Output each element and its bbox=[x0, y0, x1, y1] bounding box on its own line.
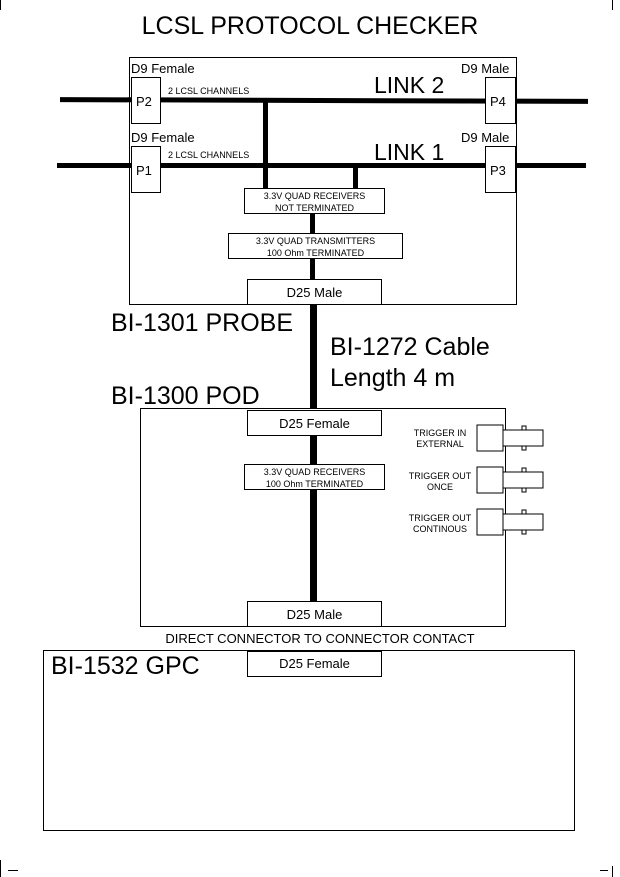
bnc-trigger-once-body bbox=[476, 466, 504, 494]
bnc-trigger-cont-body bbox=[476, 508, 504, 536]
cable-length: Length 4 m bbox=[330, 364, 456, 392]
trigger-in-line2: EXTERNAL bbox=[416, 439, 464, 449]
trigger-in-line1: TRIGGER IN bbox=[413, 428, 467, 438]
trigger-out-continous-line2: CONTINOUS bbox=[413, 524, 467, 534]
connector-p2-label: P2 bbox=[136, 94, 152, 109]
pod-receivers-box: 3.3V QUAD RECEIVERS 100 Ohm TERMINATED bbox=[244, 464, 385, 490]
link1-label: LINK 1 bbox=[374, 139, 445, 165]
p4-gender-label: D9 Male bbox=[461, 61, 510, 76]
link1-drop-line bbox=[353, 165, 358, 190]
probe-transmitters-box: 3.3V QUAD TRANSMITTERS 100 Ohm TERMINATE… bbox=[228, 233, 403, 259]
bnc-trigger-in-nose bbox=[502, 429, 544, 447]
pod-d25-top-connector: D25 Female bbox=[247, 410, 382, 436]
bnc-trigger-once-pin-bottom bbox=[521, 487, 527, 493]
bnc-trigger-in-body bbox=[476, 424, 504, 452]
connector-p4-label: P4 bbox=[490, 94, 506, 109]
crop-mark-bottom-right-h bbox=[600, 870, 608, 871]
probe-d25-label: D25 Male bbox=[286, 285, 343, 300]
pod-d25-bottom-connector: D25 Male bbox=[247, 601, 382, 627]
link2-label: LINK 2 bbox=[374, 72, 445, 98]
bnc-connectors-icon bbox=[476, 424, 544, 536]
direct-connector-note: DIRECT CONNECTOR TO CONNECTOR CONTACT bbox=[165, 631, 475, 646]
connector-p1-label: P1 bbox=[136, 163, 152, 178]
crop-mark-bottom-left-h bbox=[8, 870, 18, 871]
crop-mark-bottom-left bbox=[0, 860, 1, 877]
page-title: LCSL PROTOCOL CHECKER bbox=[141, 12, 479, 40]
link2-drop-line bbox=[263, 100, 268, 190]
p3-gender-label: D9 Male bbox=[461, 130, 510, 145]
channels-top-label: 2 LCSL CHANNELS bbox=[168, 86, 250, 96]
trigger-in-label: TRIGGER IN EXTERNAL bbox=[400, 428, 480, 450]
probe-receivers-line2: NOT TERMINATED bbox=[274, 203, 354, 213]
crop-mark-top-left bbox=[0, 0, 1, 10]
cable-name: BI-1272 Cable bbox=[330, 333, 490, 361]
trigger-out-once-label: TRIGGER OUT ONCE bbox=[398, 471, 482, 493]
probe-receivers-box: 3.3V QUAD RECEIVERS NOT TERMINATED bbox=[244, 188, 385, 214]
gpc-name: BI-1532 GPC bbox=[51, 652, 200, 680]
pod-receivers-line1: 3.3V QUAD RECEIVERS bbox=[263, 467, 366, 477]
gpc-d25-label: D25 Female bbox=[279, 656, 350, 671]
p2-gender-label: D9 Female bbox=[131, 61, 195, 76]
trigger-out-once-line1: TRIGGER OUT bbox=[408, 471, 472, 481]
probe-d25-connector: D25 Male bbox=[247, 279, 382, 305]
pod-receivers-line2: 100 Ohm TERMINATED bbox=[265, 479, 364, 489]
crop-mark-top-right bbox=[612, 0, 613, 10]
pod-name: BI-1300 POD bbox=[111, 382, 260, 410]
link1-line bbox=[57, 163, 586, 168]
bnc-trigger-once-nose bbox=[502, 471, 544, 489]
connector-p3-label: P3 bbox=[490, 163, 506, 178]
bnc-trigger-cont-nose bbox=[502, 513, 544, 531]
crop-mark-bottom-right bbox=[612, 866, 613, 877]
gpc-box bbox=[43, 650, 575, 831]
bnc-trigger-in-pin-top bbox=[521, 425, 527, 431]
probe-transmitters-line1: 3.3V QUAD TRANSMITTERS bbox=[255, 236, 376, 246]
probe-receivers-line1: 3.3V QUAD RECEIVERS bbox=[263, 191, 366, 201]
channels-bottom-label: 2 LCSL CHANNELS bbox=[168, 150, 250, 160]
cable-line bbox=[310, 305, 317, 411]
bnc-trigger-cont-pin-top bbox=[521, 509, 527, 515]
pod-d25-top-label: D25 Female bbox=[279, 416, 350, 431]
probe-name: BI-1301 PROBE bbox=[111, 309, 294, 337]
pod-internal-bus bbox=[310, 436, 317, 602]
pod-d25-bottom-label: D25 Male bbox=[286, 607, 343, 622]
trigger-out-once-line2: ONCE bbox=[426, 482, 453, 492]
p1-gender-label: D9 Female bbox=[131, 130, 195, 145]
bnc-trigger-once-pin-top bbox=[521, 467, 527, 473]
gpc-d25-connector: D25 Female bbox=[247, 651, 382, 677]
trigger-out-continous-line1: TRIGGER OUT bbox=[408, 513, 472, 523]
bnc-trigger-cont-pin-bottom bbox=[521, 529, 527, 535]
trigger-out-continous-label: TRIGGER OUT CONTINOUS bbox=[398, 513, 482, 535]
bnc-trigger-in-pin-bottom bbox=[521, 445, 527, 451]
probe-transmitters-line2: 100 Ohm TERMINATED bbox=[266, 248, 365, 258]
